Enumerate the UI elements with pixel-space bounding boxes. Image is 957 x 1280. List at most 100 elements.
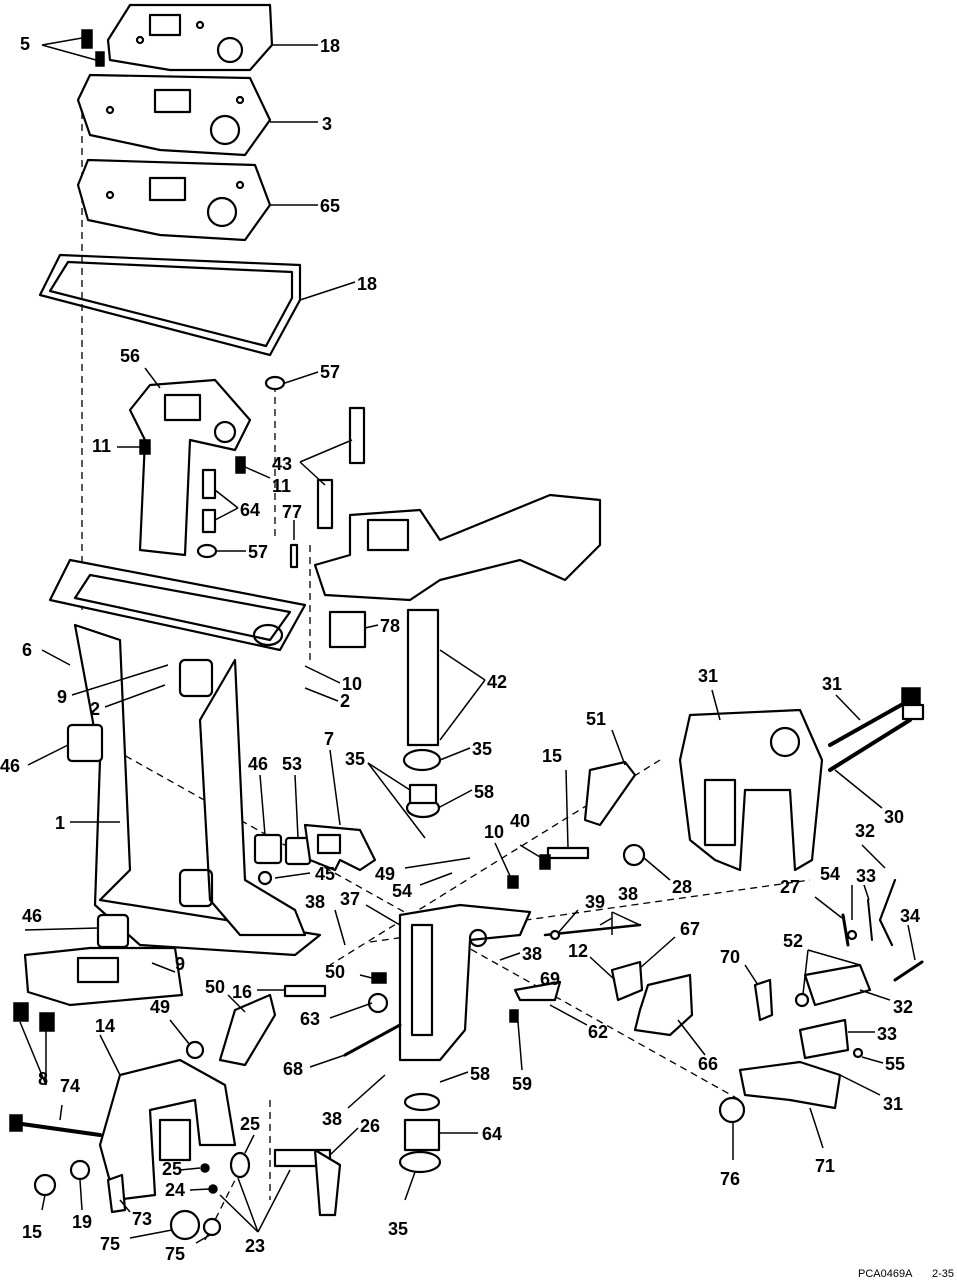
bracket-33 (798, 1018, 850, 1060)
callout-62: 64 (240, 500, 260, 520)
callout-19: 23 (245, 1236, 265, 1256)
callout-57-top: 57 (320, 362, 340, 382)
mount-46-mid (253, 833, 283, 865)
callout-46-mid: 46 (248, 754, 268, 774)
callout-21: 24 (165, 1180, 185, 1200)
plate-14 (106, 3, 274, 72)
callout-4: 5 (20, 34, 30, 54)
plate-74 (169, 1209, 201, 1241)
bushing-24 (622, 843, 646, 867)
bearing-35-lower (398, 1150, 442, 1174)
callout-18-upper: 15 (542, 746, 562, 766)
callout-14: 18 (320, 36, 340, 56)
bearing-35-upper (402, 748, 442, 772)
callout-23: 27 (780, 877, 800, 897)
callout-30: 34 (900, 906, 920, 926)
callout-1: 1 (55, 813, 65, 833)
callout-58-upper: 58 (474, 782, 494, 802)
exhaust-housing-56 (128, 378, 252, 557)
screw-25 (200, 1163, 210, 1173)
washer-55 (852, 1047, 864, 1059)
screw-11-right (235, 456, 246, 474)
adapter-plate (48, 558, 307, 652)
callout-10-label: 10 (484, 822, 504, 842)
callout-59: 59 (512, 1074, 532, 1094)
lever-70 (738, 1060, 842, 1110)
screw-48 (371, 972, 387, 984)
leader-lines (19, 37, 916, 1244)
bushing-64 (403, 1118, 441, 1152)
callout-49-label: 49 (150, 997, 170, 1017)
callout-46-low: 46 (22, 906, 42, 926)
screw-10 (507, 875, 519, 889)
mount-46-low (96, 913, 130, 949)
callout-75-label: 75 (165, 1244, 185, 1264)
callout-9-right: 10 (342, 674, 362, 694)
plate-66 (610, 960, 644, 1002)
callout-76: 76 (720, 1169, 740, 1189)
callout-70: 71 (815, 1156, 835, 1176)
bracket-8 (23, 946, 184, 1007)
spring-69 (753, 978, 774, 1022)
screw-59 (509, 1009, 519, 1023)
gasket-3 (76, 73, 272, 157)
callout-13: 18 (357, 274, 377, 294)
bolt-18-lower (283, 984, 327, 998)
callout-37: 37 (340, 889, 360, 909)
callout-35-lower-label: 35 (388, 1219, 408, 1239)
callout-52: 53 (282, 754, 302, 774)
mount-7 (303, 823, 377, 872)
callout-17: 14 (95, 1016, 115, 1036)
swivel-housing-37 (398, 903, 532, 1062)
callout-42: 42 (487, 672, 507, 692)
callout-54-mid: 54 (392, 881, 412, 901)
callout-60: 62 (588, 1022, 608, 1042)
callout-6: 8 (38, 1069, 48, 1089)
callout-78: 78 (380, 616, 400, 636)
screws-6 (13, 1002, 55, 1032)
callout-16: 19 (72, 1212, 92, 1232)
callout-54-right: 54 (820, 864, 840, 884)
bolt-18-upper (546, 846, 590, 860)
washer-61 (367, 992, 389, 1014)
screw-21 (208, 1184, 218, 1194)
callout-61: 63 (300, 1009, 320, 1029)
callout-31-upper: 33 (856, 866, 876, 886)
clamp-bracket-27 (678, 708, 824, 872)
pin-77 (289, 543, 299, 569)
link-29 (878, 878, 897, 947)
callout-labels: 5 18 3 65 18 56 57 11 43 11 64 77 57 78 … (0, 34, 954, 1280)
washer-20 (229, 1151, 251, 1179)
callout-22: 26 (360, 1116, 380, 1136)
bolt-73 (9, 1114, 102, 1137)
bracket-65 (633, 973, 694, 1037)
callout-48: 50 (325, 962, 345, 982)
nut-15 (33, 1173, 57, 1197)
callout-55: 55 (885, 1054, 905, 1074)
callout-68: 69 (540, 969, 560, 989)
callout-20: 25 (240, 1114, 260, 1134)
callout-39: 38 (618, 884, 638, 904)
callout-77: 77 (282, 502, 302, 522)
callout-2-right: 2 (340, 691, 350, 711)
rod-26 (828, 703, 925, 772)
driveshaft-housing-1 (73, 623, 322, 957)
swivel-housing-upper (313, 493, 602, 602)
spring-23 (841, 913, 850, 947)
tilt-lever-22 (273, 1148, 342, 1217)
nut-75 (202, 1217, 222, 1237)
callout-41: 40 (510, 811, 530, 831)
callout-35-upper: 35 (472, 739, 492, 759)
washer-57-mid (196, 543, 218, 559)
callout-9-left: 9 (57, 687, 67, 707)
callout-12: 12 (568, 941, 588, 961)
figure-code: PCA0469A (858, 1268, 913, 1280)
nut-49 (185, 1040, 205, 1060)
callout-47: 49 (375, 864, 395, 884)
callout-34: 35 (345, 749, 365, 769)
callout-66: 67 (680, 919, 700, 939)
callout-5: 6 (22, 640, 32, 660)
callout-57-mid: 57 (248, 542, 268, 562)
screw-11-left (139, 439, 151, 455)
bracket-32 (803, 963, 872, 1007)
